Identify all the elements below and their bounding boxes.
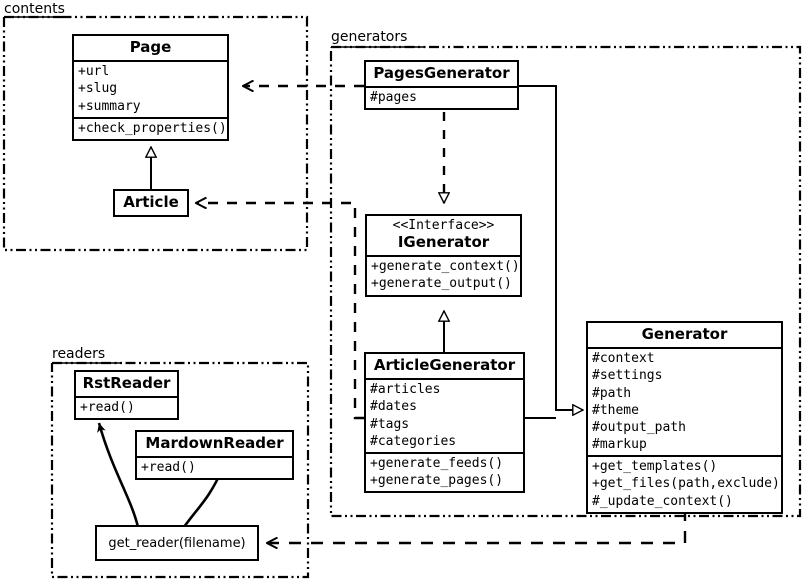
class-generator-attributes: #context #settings #path #theme #output_… xyxy=(588,347,781,455)
class-mardown-reader[interactable]: MardownReader +read() xyxy=(135,430,294,481)
attribute: #pages xyxy=(370,90,417,106)
class-article-generator-attributes: #articles #dates #tags #categories xyxy=(366,378,523,452)
attribute: #markup xyxy=(592,437,647,453)
attribute: #settings xyxy=(592,368,663,384)
attribute: #categories xyxy=(370,433,457,449)
class-igenerator-title: IGenerator xyxy=(397,232,490,251)
package-generators-label: generators xyxy=(331,29,408,45)
attribute: #output_path xyxy=(592,419,686,435)
attribute: #path xyxy=(592,385,632,401)
operation: +get_templates() xyxy=(592,459,718,475)
class-pages-generator-attributes: #pages xyxy=(366,86,517,108)
class-generator-title: Generator xyxy=(641,325,728,343)
operation: +generate_output() xyxy=(371,276,512,292)
attribute: #context xyxy=(592,351,655,367)
class-rst-reader-title: RstReader xyxy=(82,374,171,392)
attribute: #tags xyxy=(370,416,410,432)
attribute: +url xyxy=(78,64,110,80)
attribute: #dates xyxy=(370,399,417,415)
class-rst-reader-operations: +read() xyxy=(76,396,177,418)
operation: +generate_context() xyxy=(371,259,520,275)
class-article-generator[interactable]: ArticleGenerator #articles #dates #tags … xyxy=(364,352,525,494)
class-page-operations: +check_properties() xyxy=(74,116,227,139)
operation: +generate_pages() xyxy=(370,473,504,489)
class-page-title: Page xyxy=(129,38,172,56)
class-igenerator-operations: +generate_context() +generate_output() xyxy=(367,255,520,294)
class-igenerator-header: <<Interface>> IGenerator xyxy=(367,216,520,255)
attribute: #theme xyxy=(592,402,639,418)
class-rst-reader[interactable]: RstReader +read() xyxy=(74,370,179,421)
operation: +read() xyxy=(141,460,196,476)
class-pages-generator[interactable]: PagesGenerator #pages xyxy=(364,60,519,111)
class-igenerator-stereotype: <<Interface>> xyxy=(392,218,495,233)
operation: +read() xyxy=(80,400,135,416)
class-page[interactable]: Page +url +slug +summary +check_properti… xyxy=(72,34,229,141)
attribute: +summary xyxy=(78,98,141,114)
class-article-title: Article xyxy=(123,193,179,211)
class-mardown-reader-title: MardownReader xyxy=(145,434,284,452)
class-generator-operations: +get_templates() +get_files(path,exclude… xyxy=(588,455,781,511)
class-mardown-reader-operations: +read() xyxy=(137,456,292,478)
function-get-reader-label: get_reader(filename) xyxy=(108,535,246,551)
class-article-generator-title: ArticleGenerator xyxy=(373,356,516,374)
operation: +check_properties() xyxy=(78,120,227,136)
class-page-attributes: +url +slug +summary xyxy=(74,60,227,116)
attribute: #articles xyxy=(370,382,441,398)
package-contents-label: contents xyxy=(4,1,65,17)
function-get-reader[interactable]: get_reader(filename) xyxy=(95,525,259,561)
package-readers-label: readers xyxy=(52,346,106,362)
attribute: +slug xyxy=(78,81,118,97)
class-igenerator[interactable]: <<Interface>> IGenerator +generate_conte… xyxy=(365,214,522,297)
class-article[interactable]: Article xyxy=(113,189,189,218)
class-generator[interactable]: Generator #context #settings #path #them… xyxy=(586,321,783,514)
operation: +get_files(path,exclude) xyxy=(592,476,780,492)
class-article-generator-operations: +generate_feeds() +generate_pages() xyxy=(366,451,523,491)
operation: +generate_feeds() xyxy=(370,455,504,471)
class-pages-generator-title: PagesGenerator xyxy=(373,64,510,82)
operation: #_update_context() xyxy=(592,493,733,509)
